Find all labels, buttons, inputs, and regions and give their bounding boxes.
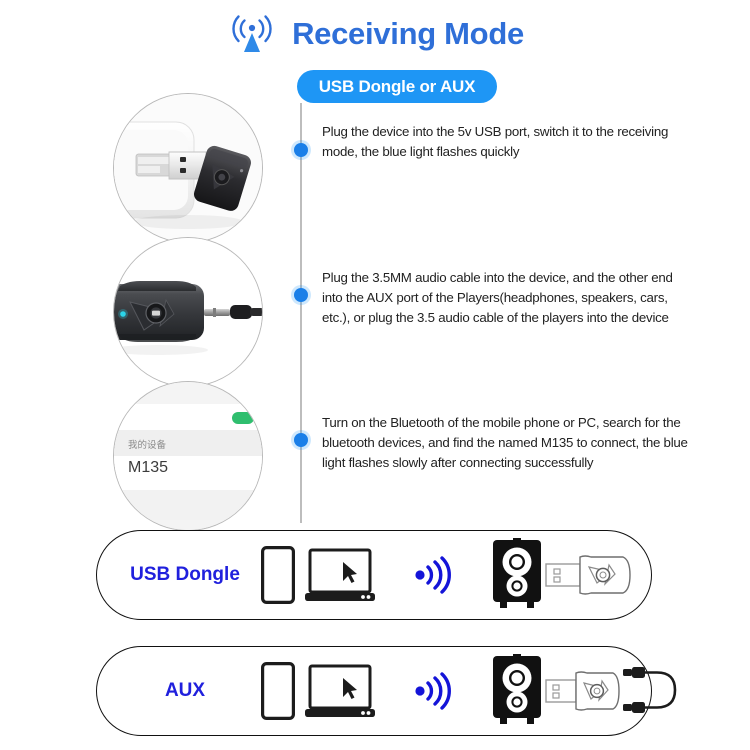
step-1-text: Plug the device into the 5v USB port, sw…	[322, 124, 669, 159]
mode-panel-aux: AUX	[96, 646, 677, 736]
mode-panel-usb-dongle: USB Dongle	[96, 530, 652, 620]
page-title: Receiving Mode	[292, 15, 524, 51]
usb-dongle-icon	[545, 551, 633, 599]
step-2-text: Plug the 3.5MM audio cable into the devi…	[322, 270, 673, 325]
step-2-description: Plug the 3.5MM audio cable into the devi…	[322, 268, 694, 328]
usb-dongle-icon	[545, 667, 621, 715]
broadcast-tower-icon	[226, 12, 278, 54]
bluetooth-section-label: 我的设备	[128, 440, 167, 451]
timeline-dot-step-2	[294, 288, 308, 302]
mode-badge: USB Dongle or AUX	[297, 70, 497, 103]
speaker-dongle-cable-aux	[489, 654, 685, 728]
bluetooth-wave-icon	[413, 671, 455, 711]
source-devices-aux	[261, 662, 375, 720]
timeline-track	[300, 103, 302, 523]
bluetooth-wave-icon	[413, 555, 455, 595]
step-3-description: Turn on the Bluetooth of the mobile phon…	[322, 413, 694, 473]
laptop-icon	[305, 664, 375, 720]
speaker-icon	[489, 538, 545, 612]
speaker-icon	[489, 654, 545, 728]
dongle-in-usb-charger-photo	[113, 93, 263, 243]
mode-label-aux: AUX	[164, 680, 206, 701]
phone-bluetooth-list-photo: 我的设备 M135	[113, 381, 263, 531]
step-1-description: Plug the device into the 5v USB port, sw…	[322, 122, 694, 162]
source-devices-usb	[261, 546, 375, 604]
page-header: Receiving Mode	[0, 6, 750, 60]
timeline-dot-step-1	[294, 143, 308, 157]
timeline-dot-step-3	[294, 433, 308, 447]
bluetooth-device-name: M135	[128, 459, 169, 476]
step-3-text: Turn on the Bluetooth of the mobile phon…	[322, 415, 688, 470]
laptop-icon	[305, 548, 375, 604]
phone-icon	[261, 546, 295, 604]
adapter-with-aux-cable-photo	[113, 237, 263, 387]
phone-icon	[261, 662, 295, 720]
mode-label-usb-dongle: USB Dongle	[130, 564, 240, 585]
speaker-and-dongle-usb	[489, 538, 633, 612]
aux-cable-icon	[621, 655, 685, 727]
